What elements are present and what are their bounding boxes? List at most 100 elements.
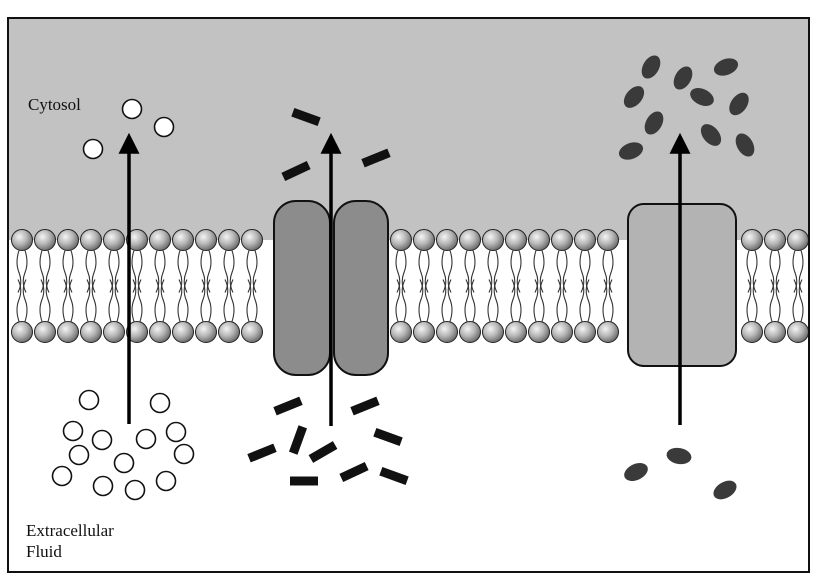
lipid-head-top [413, 229, 435, 251]
lipid-tail [539, 279, 545, 322]
dark-ellipse-molecule-cytosol [700, 124, 722, 146]
dark-ellipse-molecule-cytosol [729, 92, 749, 116]
lipid-tails [510, 250, 522, 322]
lipid-head-top [11, 229, 33, 251]
lipid-tail [441, 279, 447, 322]
lipid-tail [183, 279, 189, 322]
lipid-head-top [741, 229, 763, 251]
lipid-tail [470, 279, 476, 322]
bar-molecule-extracellular [290, 476, 318, 486]
lipid-tail [206, 279, 212, 322]
bar-molecule-extracellular [273, 396, 303, 416]
dark-ellipse-molecule-cytosol [735, 133, 755, 157]
lipid-head-bottom [126, 321, 148, 343]
lipid-head-top [241, 229, 263, 251]
dark-ellipse-molecule-cytosol [644, 111, 664, 135]
open-circle-molecule-cytosol [121, 98, 143, 120]
lipid-head-bottom [34, 321, 56, 343]
diagram-frame [7, 17, 810, 573]
lipid-tail [533, 279, 539, 322]
lipid-tail [447, 279, 453, 322]
lipid-tail [401, 279, 407, 322]
open-circle-molecule-extracellular [173, 443, 195, 465]
dark-ellipse-molecule-cytosol [641, 55, 661, 79]
lipid-head-top [764, 229, 786, 251]
lipid-tail [154, 279, 160, 322]
lipid-head-top [787, 229, 809, 251]
lipid-head-top [528, 229, 550, 251]
lipid-head-top [505, 229, 527, 251]
open-circle-molecule-extracellular [135, 428, 157, 450]
lipid-tail [160, 279, 166, 322]
lipid-tail [137, 279, 143, 322]
lipid-tails [16, 250, 28, 322]
lipid-head-bottom [195, 321, 217, 343]
lipid-head-top [103, 229, 125, 251]
lipid-head-bottom [505, 321, 527, 343]
lipid-tails [62, 250, 74, 322]
lipid-bilayer [11, 229, 809, 343]
lipid-tail [200, 279, 206, 322]
lipid-tail [585, 279, 591, 322]
lipid-tail [516, 279, 522, 322]
extracellular-fluid-label: Extracellular Fluid [26, 520, 114, 562]
molecules [51, 55, 755, 501]
lipid-tail [510, 279, 516, 322]
lipid-tail [769, 279, 775, 322]
lipid-tail [775, 279, 781, 322]
lipid-head-bottom [787, 321, 809, 343]
lipid-head-top [436, 229, 458, 251]
lipid-head-bottom [551, 321, 573, 343]
lipid-tails [464, 250, 476, 322]
open-circle-molecule-extracellular [92, 475, 114, 497]
lipid-tail [493, 279, 499, 322]
open-circle-molecule-cytosol [82, 138, 104, 160]
lipid-head-top [149, 229, 171, 251]
bar-molecule-extracellular [339, 462, 369, 482]
lipid-tail [424, 279, 430, 322]
lipid-tail [562, 279, 568, 322]
lipid-head-bottom [241, 321, 263, 343]
lipid-tail [608, 279, 614, 322]
open-circle-molecule-extracellular [165, 421, 187, 443]
lipid-tails [131, 250, 143, 322]
lipid-head-bottom [57, 321, 79, 343]
lipid-tail [746, 279, 752, 322]
lipid-tail [252, 279, 258, 322]
dark-ellipse-molecule-cytosol [618, 142, 644, 160]
dark-ellipse-molecule-extracellular [624, 463, 648, 481]
lipid-head-bottom [11, 321, 33, 343]
lipid-tails [223, 250, 235, 322]
open-circle-molecule-extracellular [113, 452, 135, 474]
lipid-head-bottom [390, 321, 412, 343]
lipid-head-top [390, 229, 412, 251]
lipid-tail [131, 279, 137, 322]
lipid-tail [45, 279, 51, 322]
lipid-tail [114, 279, 120, 322]
dark-ellipse-molecule-cytosol [673, 66, 693, 90]
lipid-head-top [551, 229, 573, 251]
lipid-tail [68, 279, 74, 322]
lipid-head-top [80, 229, 102, 251]
lipid-tail [91, 279, 97, 322]
lipid-tails [246, 250, 258, 322]
lipid-head-bottom [413, 321, 435, 343]
lipid-tails [108, 250, 120, 322]
bar-molecule-cytosol [291, 107, 321, 127]
lipid-tails [441, 250, 453, 322]
lipid-tail [579, 279, 585, 322]
open-circle-molecule-extracellular [124, 479, 146, 501]
lipid-head-bottom [80, 321, 102, 343]
lipid-tails [200, 250, 212, 322]
open-circle-molecule-extracellular [62, 420, 84, 442]
lipid-tails [769, 250, 781, 322]
lipid-head-bottom [149, 321, 171, 343]
lipid-tail [39, 279, 45, 322]
lipid-tail [395, 279, 401, 322]
lipid-head-bottom [764, 321, 786, 343]
lipid-tail [418, 279, 424, 322]
bar-molecule-extracellular [373, 427, 403, 447]
lipid-tail [798, 279, 804, 322]
channel-protein-left-subunit [273, 200, 331, 376]
